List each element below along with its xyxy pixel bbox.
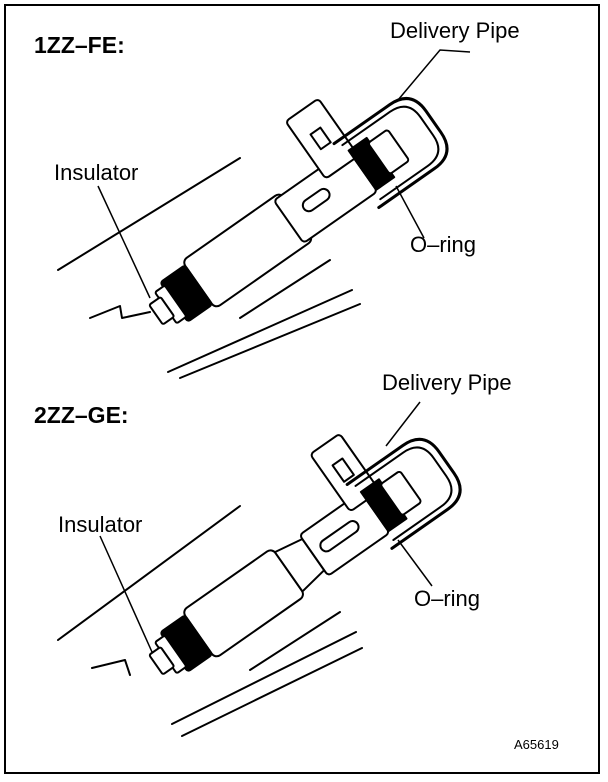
delivery-pipe-cup xyxy=(332,97,449,210)
engine-label-1zz-fe: 1ZZ–FE: xyxy=(34,32,125,58)
leader-o-ring-2 xyxy=(397,539,433,587)
head-outline-step-2 xyxy=(91,659,131,676)
leader-delivery-pipe-1 xyxy=(397,49,471,101)
leader-delivery-pipe-2 xyxy=(385,401,421,447)
nozzle-tip xyxy=(148,296,175,325)
panel-1-leaders xyxy=(97,49,471,299)
head-outline-upper xyxy=(57,157,241,271)
injector-slot-2 xyxy=(319,520,360,553)
leader-insulator-2 xyxy=(99,535,153,653)
nozzle-tip-2 xyxy=(148,646,175,675)
head-outline-base xyxy=(179,303,361,379)
injector-top xyxy=(368,129,410,175)
injector-top-2 xyxy=(380,470,422,516)
delivery-pipe-inner xyxy=(341,105,440,201)
leader-insulator-1 xyxy=(97,185,151,299)
head-outline-base-2 xyxy=(181,647,363,737)
engine-label-2zz-ge: 2ZZ–GE: xyxy=(34,402,129,428)
connector-window-2 xyxy=(331,457,355,483)
panel-2-leaders xyxy=(99,401,433,653)
head-outline-diag-2 xyxy=(249,611,341,671)
injector-slot xyxy=(301,187,331,213)
head-outline-step xyxy=(89,305,151,319)
delivery-pipe-inner-2 xyxy=(354,446,453,542)
head-outline-diag xyxy=(239,259,331,319)
delivery-pipe-cup-2 xyxy=(345,437,462,550)
connector-window xyxy=(309,126,332,151)
insulator-label-2: Insulator xyxy=(58,512,143,537)
delivery-pipe-label-2: Delivery Pipe xyxy=(382,370,512,395)
o-ring-label-1: O–ring xyxy=(410,232,477,257)
delivery-pipe-label-1: Delivery Pipe xyxy=(390,18,520,43)
o-ring-label-2: O–ring xyxy=(414,586,481,611)
head-outline-upper-2 xyxy=(57,505,241,641)
head-outline-lower xyxy=(167,289,353,373)
leader-o-ring-1 xyxy=(395,185,425,239)
figure-border xyxy=(4,4,600,774)
panel-2-drawing xyxy=(57,434,462,737)
insulator-label-1: Insulator xyxy=(54,160,139,185)
panel-1-drawing xyxy=(57,97,449,379)
head-outline-lower-2 xyxy=(171,631,357,725)
figure-code: A65619 xyxy=(514,737,559,752)
